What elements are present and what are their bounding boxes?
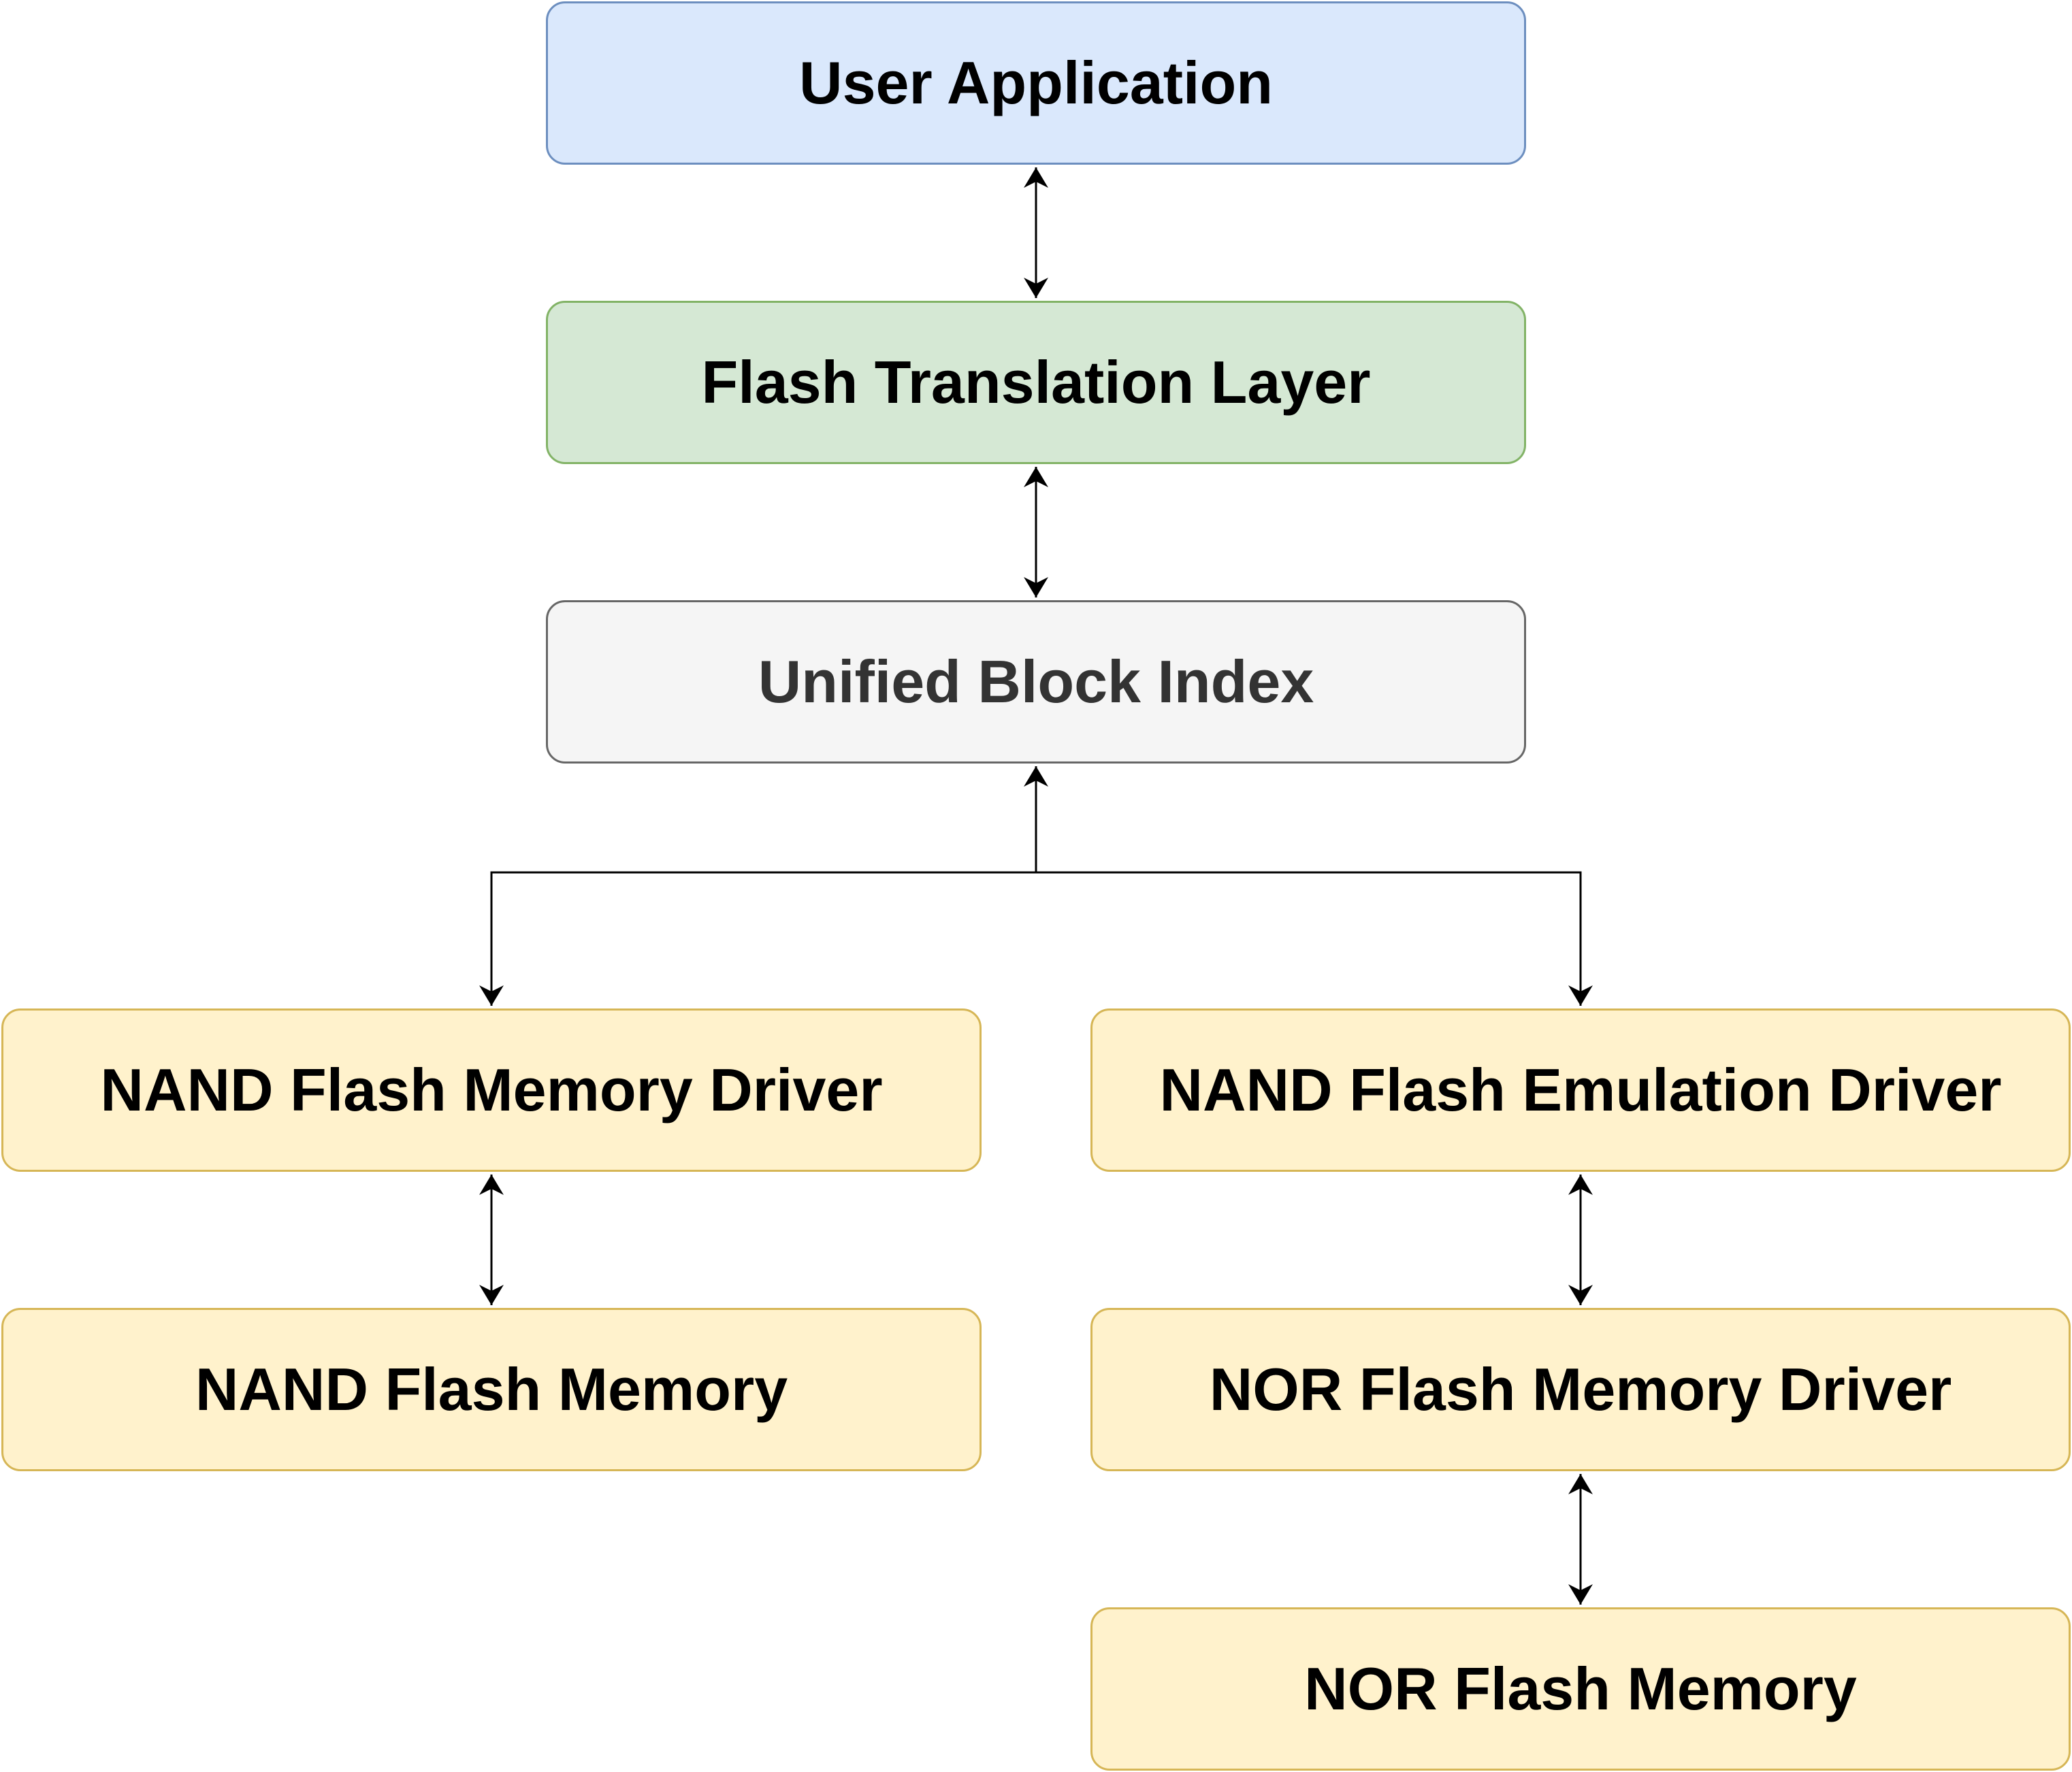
node-nand-flash-memory-driver: NAND Flash Memory Driver [1, 1008, 982, 1172]
node-flash-translation-layer: Flash Translation Layer [546, 301, 1526, 464]
connector-branch-to-nand-driver [479, 871, 1036, 1006]
node-nor-flash-memory-driver: NOR Flash Memory Driver [1090, 1308, 2071, 1471]
node-nor-flash-memory: NOR Flash Memory [1090, 1607, 2071, 1771]
connector-branch-to-nand-emulation [1036, 871, 1593, 1006]
node-user-application: User Application [546, 1, 1526, 165]
node-nand-flash-emulation-driver: NAND Flash Emulation Driver [1090, 1008, 2071, 1172]
node-nand-flash-memory: NAND Flash Memory [1, 1308, 982, 1471]
node-unified-block-index: Unified Block Index [546, 600, 1526, 764]
